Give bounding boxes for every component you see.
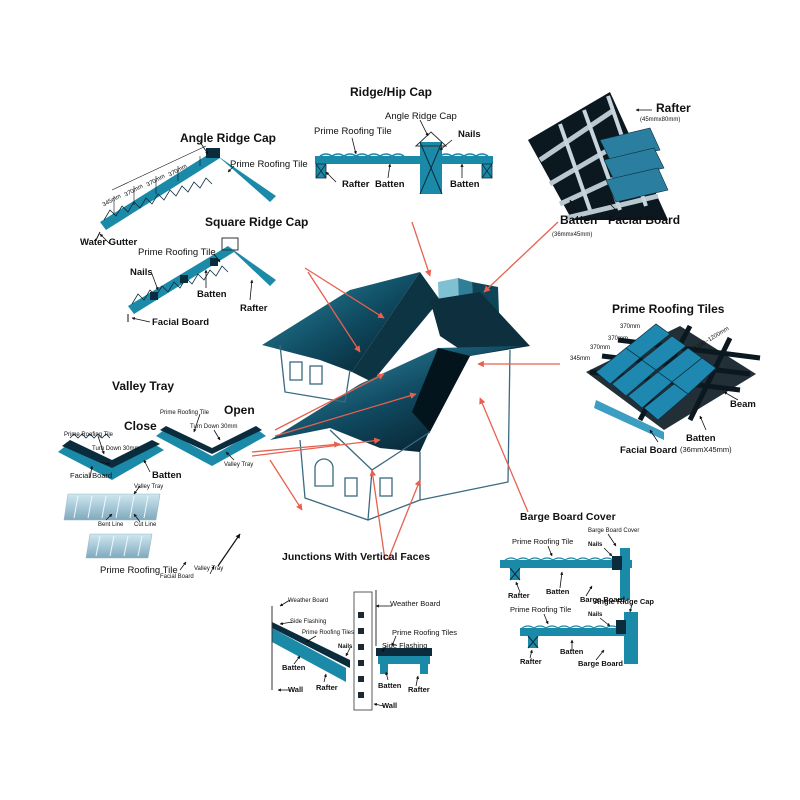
square-ridge-cap-drawing	[127, 237, 276, 323]
barge-batten-2-label: Batten	[560, 647, 584, 656]
angle-ridge-cap-drawing	[95, 141, 276, 245]
barge-prime-tile-1-label: Prime Roofing Tile	[512, 537, 574, 546]
ridge-hip-cap-drawing	[315, 119, 493, 195]
valley-batten-label: Batten	[152, 470, 182, 481]
square-ridge-cap-title: Square Ridge Cap	[205, 215, 309, 229]
ridge-rafter-label: Rafter	[342, 179, 370, 190]
junction-batten-left-label: Batten	[282, 663, 306, 672]
barge-nails-2-label: Nails	[588, 612, 603, 618]
central-house	[262, 272, 530, 521]
ridge-hip-cap-title: Ridge/Hip Cap	[350, 85, 433, 99]
prime-batten-size-label: (36mmX45mm)	[680, 445, 732, 454]
rafter-panel-facial-board-label: Facial Board	[608, 213, 681, 227]
prime-roofing-tiles-title: Prime Roofing Tiles	[612, 302, 725, 316]
junction-wall-left-label: Wall	[288, 685, 304, 694]
barge-rafter-2-label: Rafter	[520, 657, 542, 666]
barge-rafter-1-label: Rafter	[508, 591, 530, 600]
junction-batten-right-label: Batten	[378, 681, 402, 690]
square-rafter-label: Rafter	[240, 303, 268, 314]
valley-tray-right-label: Valley Tray	[224, 462, 254, 468]
valley-tray-title: Valley Tray	[112, 379, 175, 393]
ridge-batten-left-label: Batten	[375, 179, 405, 190]
valley-prime-tile-right-label: Prime Roofing Tile	[160, 410, 210, 416]
junctions-title: Junctions With Vertical Faces	[282, 551, 431, 563]
ridge-nails-label: Nails	[458, 129, 481, 140]
rafter-panel-drawing	[528, 92, 669, 221]
rafter-size-label: (45mmx80mm)	[640, 117, 681, 123]
junction-side-flashing-left-label: Side Flashing	[290, 619, 327, 625]
junction-weather-board-right-label: Weather Board	[390, 599, 441, 608]
junction-prime-tiles-right-label: Prime Roofing Tiles	[392, 628, 458, 637]
junction-rafter-right-label: Rafter	[408, 685, 430, 694]
prime-roofing-tiles-drawing	[586, 323, 761, 443]
ridge-angle-ridge-cap-label: Angle Ridge Cap	[385, 111, 457, 122]
barge-board-cover-label: Barge Board Cover	[588, 528, 640, 534]
prime-dim-3: 370mm	[590, 345, 611, 351]
rafter-label: Rafter	[656, 101, 691, 115]
pointer-arrows	[251, 221, 560, 561]
barge-board-cover-title: Barge Board Cover	[520, 511, 616, 523]
angle-prime-roofing-tile-label: Prime Roofing Tile	[230, 159, 308, 170]
valley-prime-tile-left-label: Prime Roofing Tile	[64, 432, 114, 438]
barge-angle-ridge-cap-label: Angle Ridge Cap	[594, 597, 655, 606]
junction-prime-tiles-left-label: Prime Roofing Tiles	[302, 630, 355, 636]
barge-board-2-label: Barge Board	[578, 659, 624, 668]
valley-cut-line-label: Cut Line	[134, 522, 157, 528]
junctions-drawing	[271, 590, 432, 711]
junction-weather-board-left-label: Weather Board	[288, 598, 329, 604]
prime-facial-board-label: Facial Board	[620, 445, 678, 456]
barge-board-drawing	[500, 533, 638, 664]
valley-open-label: Open	[224, 403, 255, 417]
valley-prime-tile-bottom-label: Prime Roofing Tile	[100, 565, 178, 576]
junction-nails-label: Nails	[338, 644, 353, 650]
valley-close-label: Close	[124, 419, 157, 433]
barge-prime-tile-2-label: Prime Roofing Tile	[510, 605, 572, 614]
barge-batten-1-label: Batten	[546, 587, 570, 596]
prime-dim-1: 370mm	[620, 324, 641, 330]
prime-beam-label: Beam	[730, 399, 756, 410]
valley-turn-down-right-label: Turn Down 30mm	[190, 424, 238, 430]
junction-rafter-left-label: Rafter	[316, 683, 338, 692]
prime-dim-4: 345mm	[570, 356, 591, 362]
junction-wall-right-label: Wall	[382, 701, 398, 710]
rafter-panel-batten-label: Batten	[560, 213, 598, 227]
square-facial-board-label: Facial Board	[152, 317, 210, 328]
prime-batten-label: Batten	[686, 433, 716, 444]
barge-nails-1-label: Nails	[588, 542, 603, 548]
valley-bent-line-label: Bent Line	[98, 522, 124, 528]
ridge-prime-roofing-tile-label: Prime Roofing Tile	[314, 126, 392, 137]
valley-facial-board-bottom-label: Facial Board	[160, 574, 194, 580]
angle-ridge-cap-title: Angle Ridge Cap	[180, 131, 277, 145]
valley-tray-bottom-label: Valley Tray	[194, 566, 224, 572]
water-gutter-label: Water Gutter	[80, 237, 138, 248]
valley-facial-board-label: Facial Board	[70, 471, 113, 480]
valley-tray-left-label: Valley Tray	[134, 484, 164, 490]
square-batten-label: Batten	[197, 289, 227, 300]
junction-side-flashing-right-label: Side Flashing	[382, 641, 428, 650]
barge-board-1-label: Barge Board	[580, 595, 626, 604]
rafter-panel-batten-size-label: (36mmx45mm)	[552, 232, 593, 238]
valley-turn-down-left-label: Turn Down 30mm	[92, 446, 140, 452]
prime-dim-2: 370mm	[608, 336, 629, 342]
square-prime-roofing-tile-label: Prime Roofing Tile	[138, 247, 216, 258]
valley-tray-drawing	[58, 413, 266, 575]
ridge-batten-right-label: Batten	[450, 179, 480, 190]
square-nails-label: Nails	[130, 267, 153, 278]
